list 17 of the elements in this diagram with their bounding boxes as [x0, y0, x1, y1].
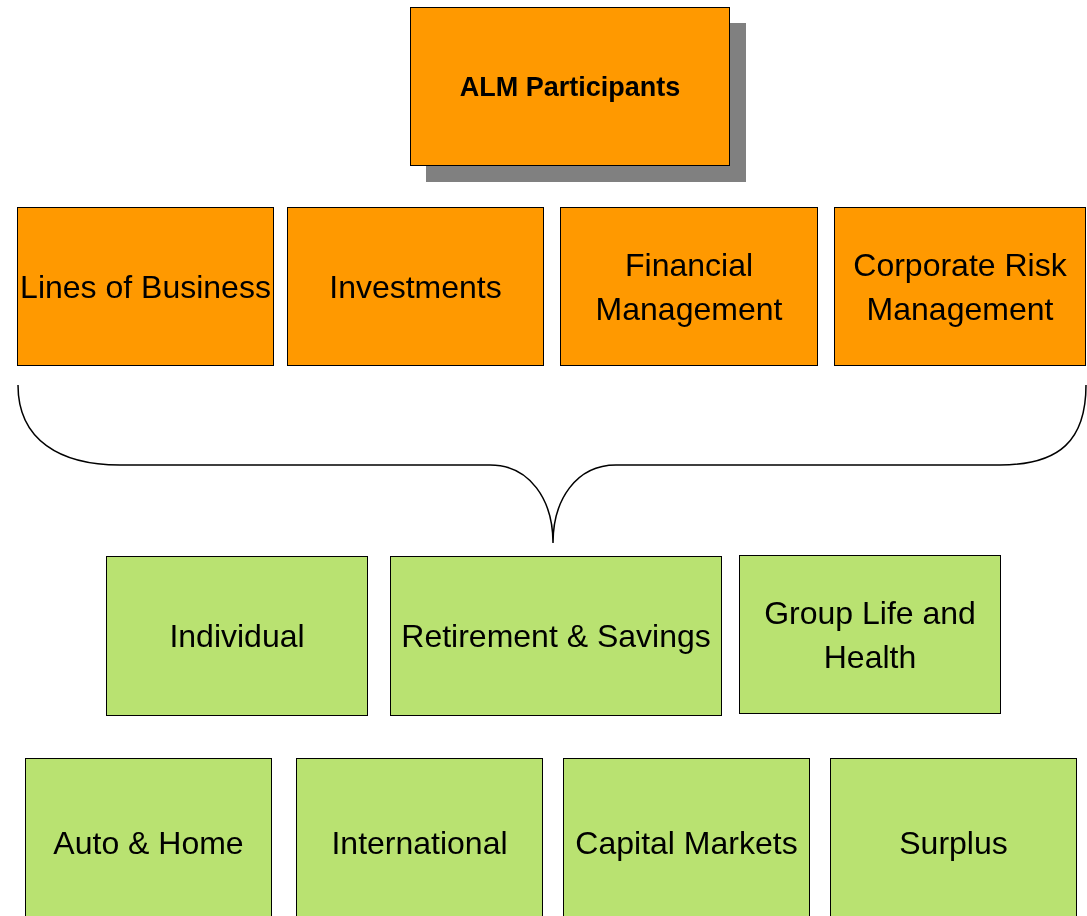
participant-box: [834, 207, 1086, 366]
box-label: Financial Management: [594, 245, 784, 329]
box-label: Retirement & Savings: [401, 617, 711, 656]
title-box: [410, 7, 730, 166]
box-label: Corporate Risk Management: [852, 245, 1068, 329]
box-label: Investments: [329, 267, 502, 307]
box-label: Surplus: [899, 824, 1008, 863]
box-label: Group Life and Health: [763, 593, 977, 677]
box-label: Individual: [169, 617, 305, 656]
box-label: ALM Participants: [459, 70, 681, 104]
participant-box: [17, 207, 274, 366]
box-label: Auto & Home: [53, 824, 244, 863]
box-label: Lines of Business: [20, 267, 271, 307]
box-label: Capital Markets: [575, 824, 798, 863]
participant-box: [560, 207, 818, 366]
box-label: International: [331, 824, 508, 863]
participant-box: [287, 207, 544, 366]
